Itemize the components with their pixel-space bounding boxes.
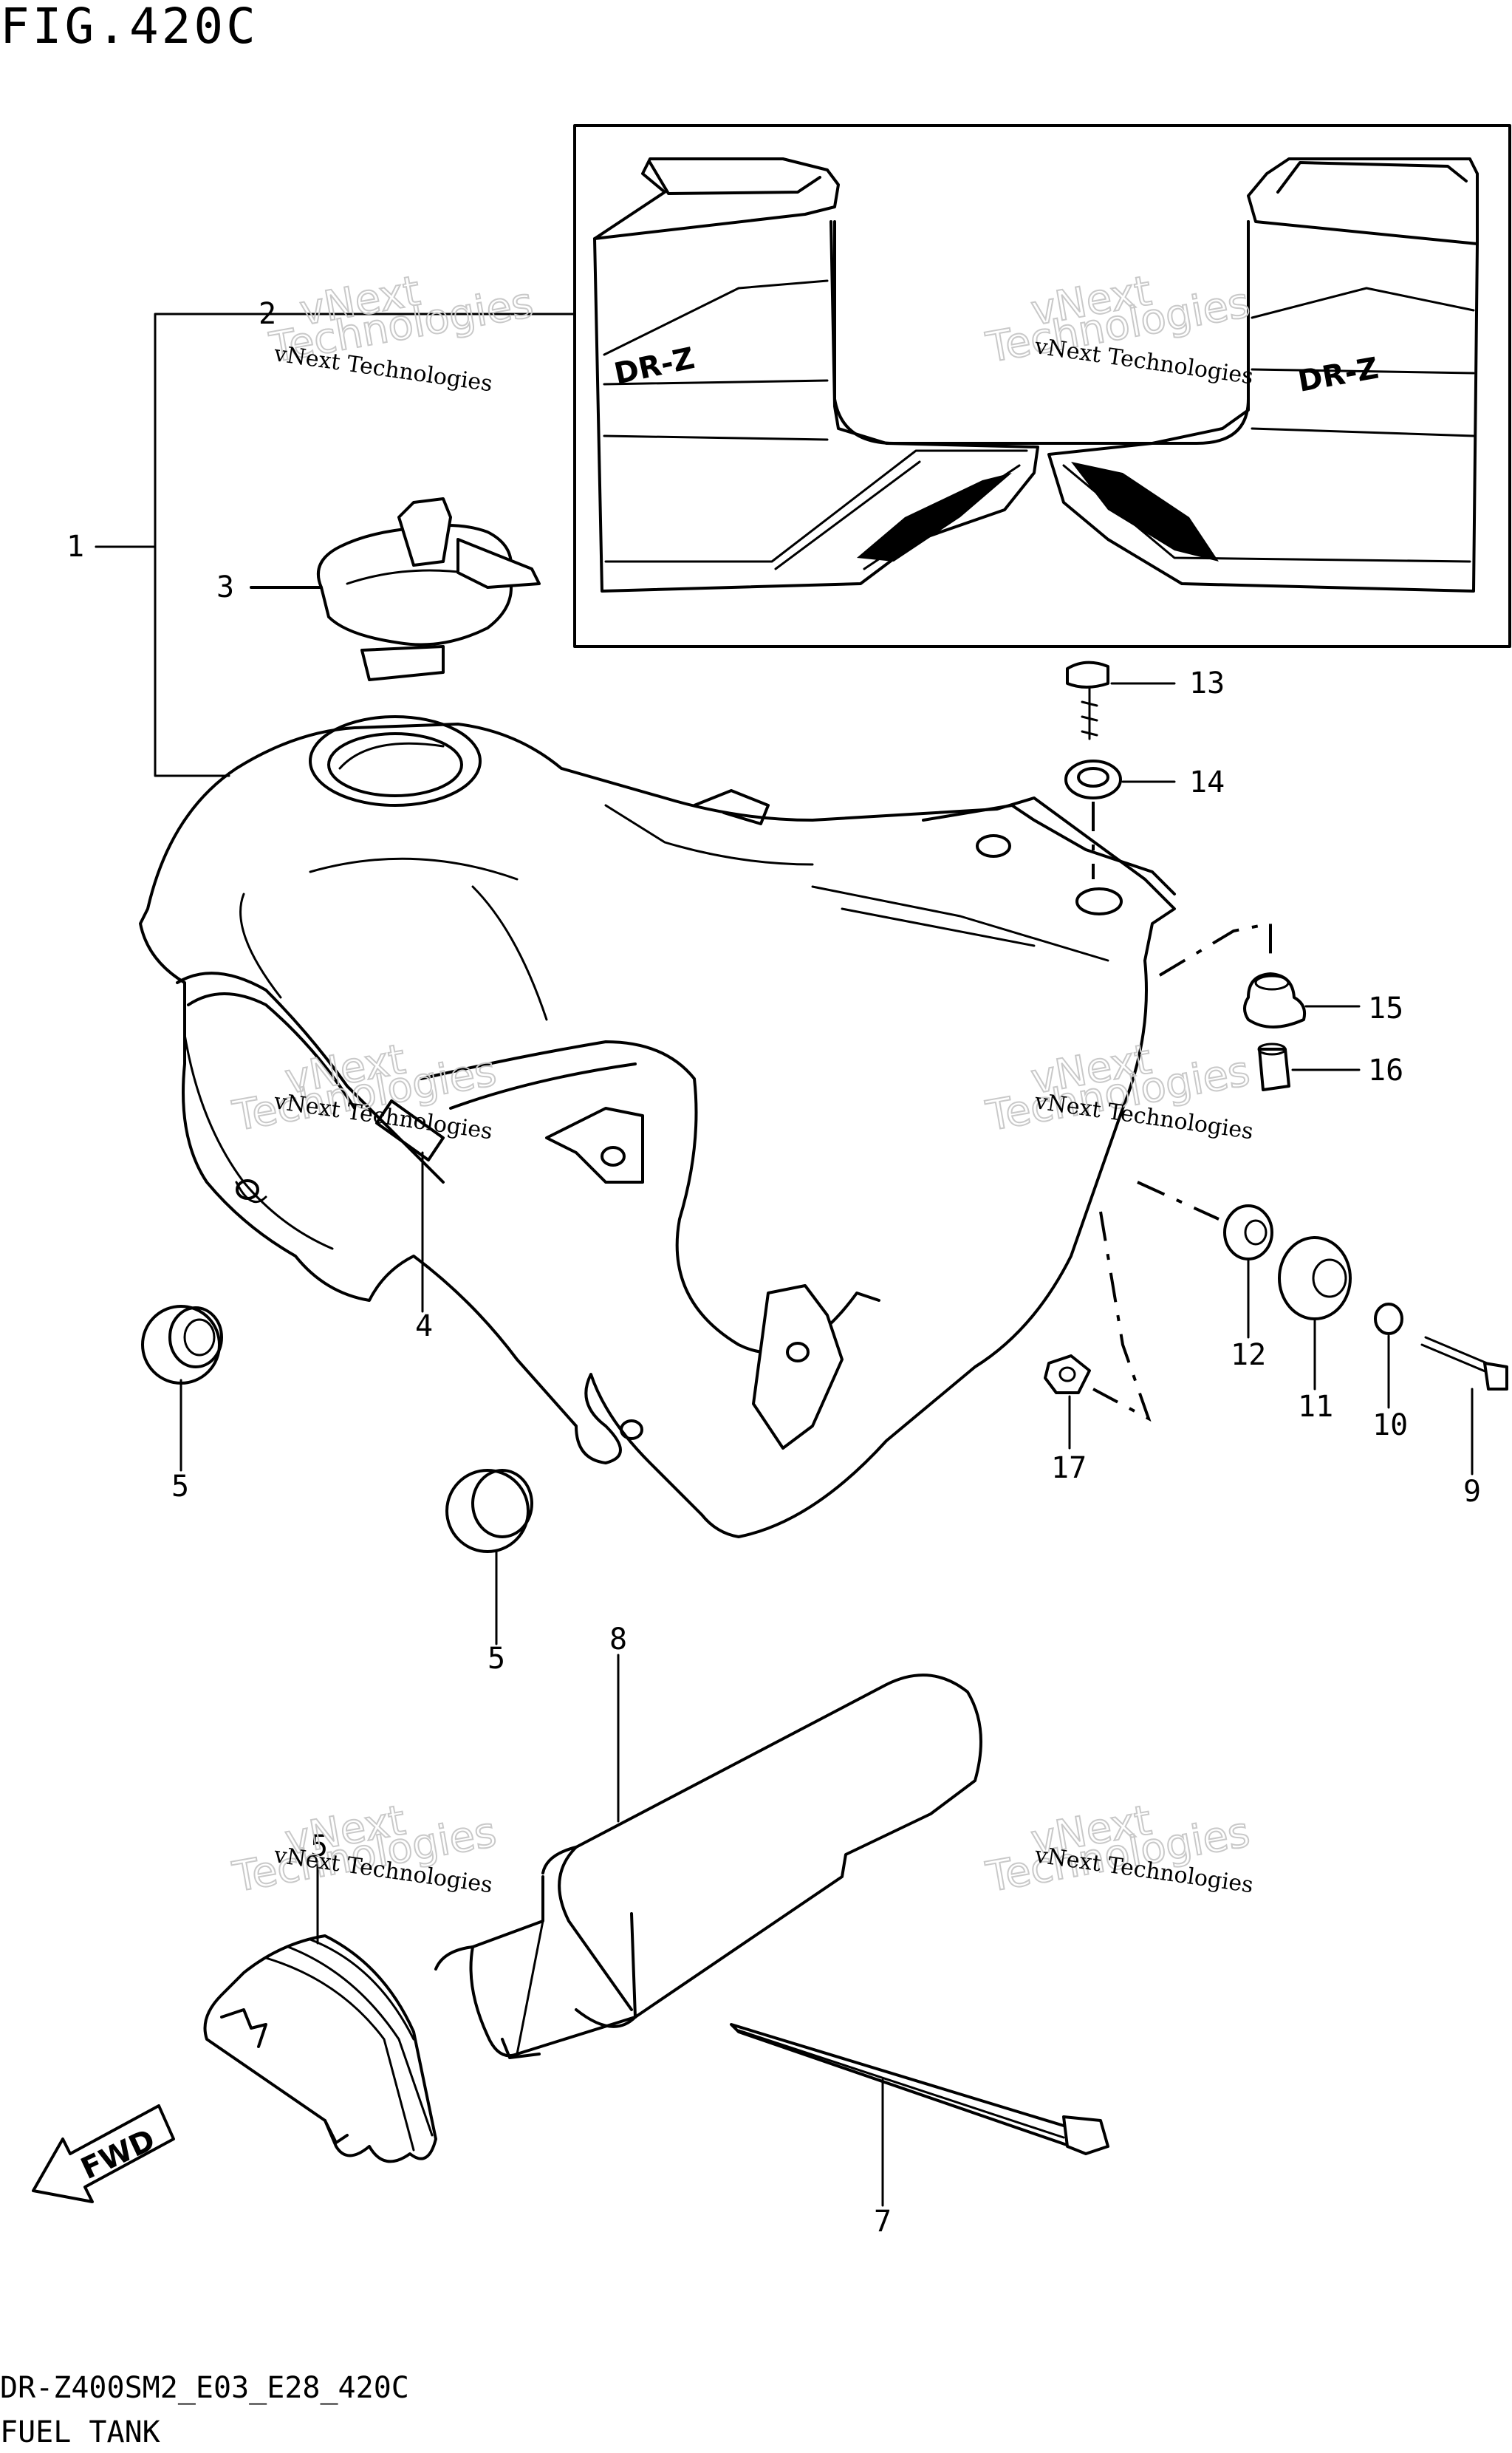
decal-inset: DR-Z DR-Z	[573, 124, 1511, 648]
fuel-cap	[250, 497, 541, 681]
washer-10	[1374, 1303, 1403, 1409]
decal-right: DR-Z	[1047, 157, 1479, 593]
cushion-5-mid	[445, 1469, 533, 1645]
watermark-mid-left: Technologies vNext vNext Technologies	[228, 1034, 501, 1144]
callout-16: 16	[1368, 1054, 1403, 1088]
callout-4: 4	[415, 1309, 433, 1343]
fwd-arrow-label: FWD	[76, 2123, 160, 2186]
model-code: DR-Z400SM2_E03_E28_420C	[0, 2371, 409, 2405]
cushion-15	[1243, 972, 1361, 1028]
cushion-5-left	[141, 1305, 223, 1472]
callout-5a: 5	[171, 1470, 189, 1504]
section-name: FUEL TANK	[0, 2415, 160, 2449]
callout-7: 7	[874, 2205, 892, 2239]
cushion-5-lower	[203, 1860, 437, 2163]
watermark-mid-right: Technologies vNext vNext Technologies	[982, 1034, 1255, 1144]
bracket-1-2	[95, 313, 576, 777]
decal-inset-frame	[573, 124, 1511, 648]
callout-10: 10	[1372, 1408, 1408, 1442]
callout-15: 15	[1368, 992, 1403, 1026]
watermark-top-left: Technologies vNext vNext Technologies	[265, 266, 538, 397]
callout-labels: 1 2 3 4 5 5 5 7 8 9 10 11 12 13 14 15 16…	[66, 297, 1481, 2239]
collar-16	[1257, 1043, 1361, 1091]
nut-17	[1044, 1354, 1091, 1450]
callout-8: 8	[609, 1623, 627, 1657]
callout-17: 17	[1051, 1451, 1087, 1485]
axis-9-12	[1137, 1181, 1219, 1221]
watermark-low-left: Technologies vNext vNext Technologies	[228, 1795, 501, 1903]
bush-12	[1223, 1204, 1273, 1339]
bolt-9	[1420, 1336, 1508, 1475]
axis-17	[1092, 1211, 1152, 1422]
cable-tie-7	[730, 2023, 1109, 2207]
watermark-low-right: Technologies vNext vNext Technologies	[982, 1795, 1255, 1903]
bolt-13	[1066, 661, 1176, 740]
callout-5c: 5	[310, 1829, 328, 1863]
callout-1: 1	[66, 530, 84, 564]
cushion-11	[1278, 1236, 1352, 1391]
callout-2: 2	[259, 297, 276, 331]
callout-5b: 5	[488, 1642, 505, 1676]
callout-11: 11	[1298, 1390, 1333, 1424]
callout-12: 12	[1231, 1338, 1266, 1372]
callout-14: 14	[1189, 765, 1225, 799]
axis-15-16	[1158, 921, 1272, 977]
protector-8	[434, 1654, 982, 2059]
callout-3: 3	[216, 570, 234, 604]
washer-14	[1064, 760, 1176, 799]
figure-title: FIG.420C	[0, 0, 259, 55]
fwd-arrow: FWD	[32, 2104, 175, 2203]
callout-9: 9	[1463, 1475, 1481, 1509]
callout-13: 13	[1189, 666, 1225, 700]
decal-left: DR-Z	[593, 157, 1039, 593]
fuel-tank	[139, 715, 1176, 1538]
watermark-top-right: Technologies vNext vNext Technologies	[982, 266, 1255, 389]
decal-right-logo: DR-Z	[1296, 352, 1381, 399]
